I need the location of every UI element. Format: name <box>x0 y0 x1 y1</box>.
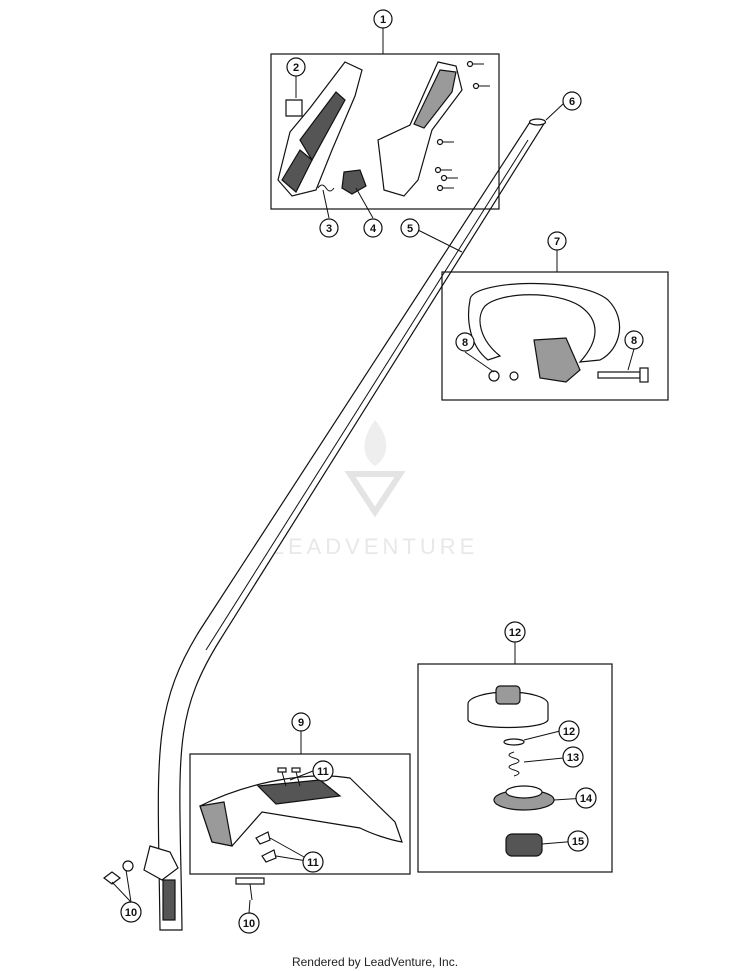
callouts: 1 2 3 4 5 6 7 8 8 9 10 10 11 11 12 12 13… <box>120 9 644 934</box>
watermark-flame-icon <box>364 420 387 466</box>
callout-7: 7 <box>547 231 567 251</box>
svg-text:2: 2 <box>293 62 299 74</box>
svg-text:11: 11 <box>307 857 319 869</box>
svg-text:9: 9 <box>298 717 304 729</box>
svg-text:8: 8 <box>631 335 637 347</box>
callout-8-left: 8 <box>455 332 475 352</box>
callout-6: 6 <box>562 91 582 111</box>
svg-text:10: 10 <box>125 907 137 919</box>
callout-12-top: 12 <box>504 621 526 643</box>
handle-assembly <box>277 60 490 197</box>
svg-text:6: 6 <box>569 96 575 108</box>
svg-text:15: 15 <box>572 836 584 848</box>
handle-assembly-box <box>270 53 500 210</box>
guard-mount <box>467 282 649 383</box>
callout-9: 9 <box>291 712 311 732</box>
guard-mount-box <box>441 271 669 401</box>
lower-clamp <box>103 845 265 901</box>
shield-box <box>189 753 411 875</box>
watermark: LEADVENTURE <box>272 420 479 559</box>
callout-12-inner: 12 <box>558 720 580 742</box>
svg-text:5: 5 <box>407 223 413 235</box>
svg-text:13: 13 <box>567 752 579 764</box>
svg-text:3: 3 <box>326 223 332 235</box>
callout-14: 14 <box>575 787 597 809</box>
watermark-v-icon <box>344 471 406 518</box>
svg-text:1: 1 <box>380 14 386 26</box>
callout-11-bottom: 11 <box>302 851 324 873</box>
svg-text:7: 7 <box>554 236 560 248</box>
svg-text:11: 11 <box>317 766 329 778</box>
callout-8-right: 8 <box>624 330 644 350</box>
callout-3: 3 <box>319 218 339 238</box>
watermark-text: LEADVENTURE <box>272 534 479 559</box>
callout-15: 15 <box>567 830 589 852</box>
svg-text:12: 12 <box>563 726 575 738</box>
callout-10-right: 10 <box>238 912 260 934</box>
svg-text:4: 4 <box>370 223 377 235</box>
svg-text:12: 12 <box>509 627 521 639</box>
footer-credit: Rendered by LeadVenture, Inc. <box>292 955 458 969</box>
callout-10-left: 10 <box>120 901 142 923</box>
trimmer-head <box>467 685 555 857</box>
shaft <box>157 118 547 931</box>
screws <box>434 60 490 192</box>
callout-1: 1 <box>373 9 393 29</box>
callout-2: 2 <box>286 57 306 77</box>
shield <box>199 767 403 863</box>
callout-5: 5 <box>400 218 420 238</box>
callout-13: 13 <box>562 746 584 768</box>
svg-text:14: 14 <box>580 793 593 805</box>
svg-text:8: 8 <box>462 337 468 349</box>
callout-11-top: 11 <box>312 760 334 782</box>
svg-text:10: 10 <box>243 918 255 930</box>
callout-4: 4 <box>363 218 383 238</box>
